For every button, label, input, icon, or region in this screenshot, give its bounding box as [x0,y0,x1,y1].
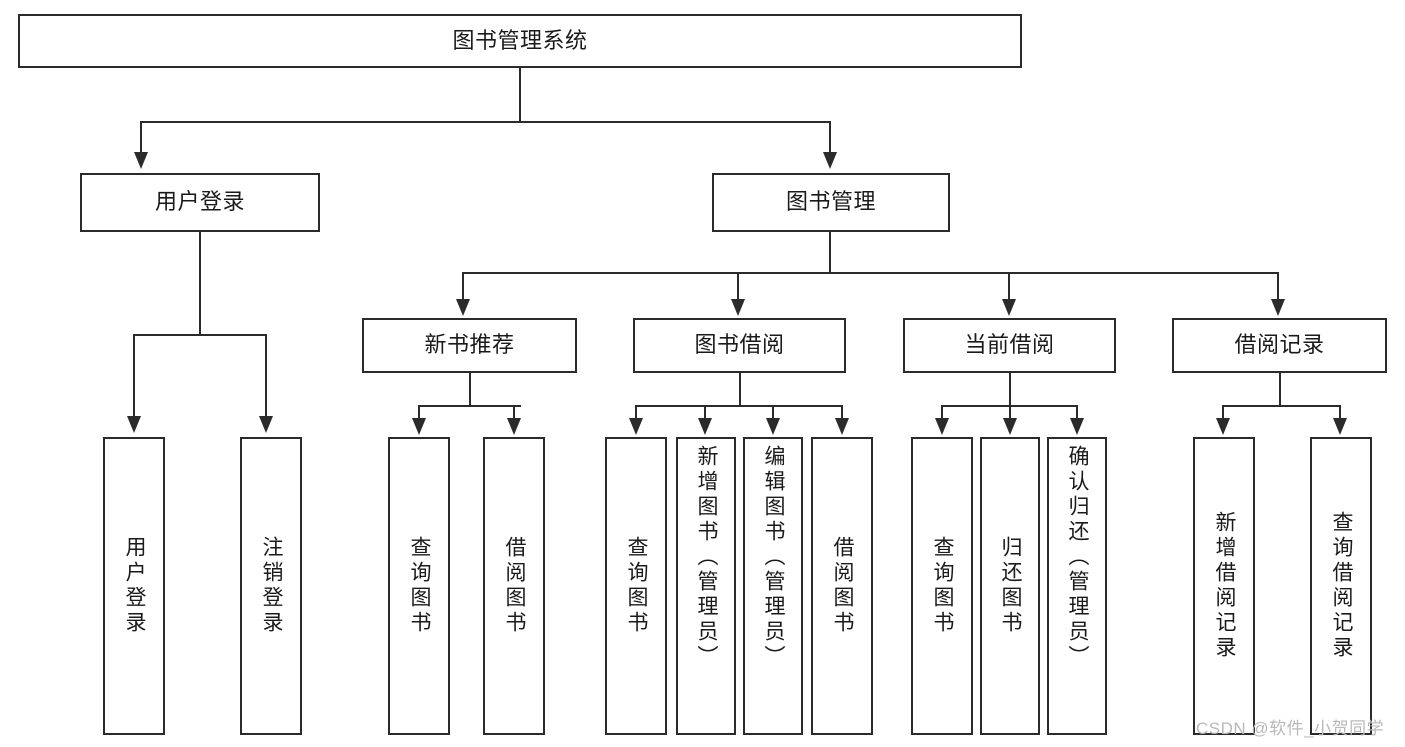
edge-borrow-record-drop-2 [1339,405,1341,419]
leaf-confirm-return-admin[interactable]: 确认归还（管理员） [1047,437,1107,735]
node-current-borrow[interactable]: 当前借阅 [903,318,1116,373]
node-label: 当前借阅 [964,332,1055,358]
arrow-to-return-book [1003,418,1017,435]
node-label: 查询图书 [931,536,954,636]
edge-new-book-drop-1 [418,405,420,419]
arrow-to-current-borrow [1002,299,1016,316]
edge-new-book-bus [418,405,521,407]
edge-current-borrow-drop-3 [1076,405,1078,419]
edge-book-borrow-drop-4 [841,405,843,419]
leaf-return-book[interactable]: 归还图书 [980,437,1040,735]
edge-book-borrow-bus [635,405,843,407]
arrow-to-leaf-user-login [127,416,141,433]
arrow-to-query-book-2 [629,418,643,435]
edge-current-borrow-drop-2 [1009,405,1011,419]
arrow-to-confirm-return [1070,418,1084,435]
leaf-query-borrow-record[interactable]: 查询借阅记录 [1310,437,1372,735]
node-book-management[interactable]: 图书管理 [712,173,950,232]
edge-book-mgmt-drop-3 [1008,272,1010,300]
leaf-borrow-book[interactable]: 借阅图书 [811,437,873,735]
node-label: 查询图书 [625,536,648,636]
arrow-to-new-book [456,299,470,316]
edge-user-login-bus [133,334,267,336]
leaf-borrow-book-new[interactable]: 借阅图书 [483,437,545,735]
edge-new-book-drop-2 [513,405,515,419]
edge-current-borrow-stem [1009,373,1011,406]
edge-new-book-stem [469,373,471,406]
edge-root-bus [140,121,831,123]
node-label: 用户登录 [123,536,146,636]
watermark-text: CSDN @软件_小贺同学 [1196,719,1385,738]
edge-user-login-drop-2 [265,334,267,417]
node-book-borrow[interactable]: 图书借阅 [633,318,846,373]
node-label: 编辑图书（管理员） [762,445,785,670]
node-label: 注销登录 [260,536,283,636]
leaf-add-book-admin[interactable]: 新增图书（管理员） [676,437,736,735]
arrow-to-query-record [1333,418,1347,435]
node-label: 借阅记录 [1234,332,1325,358]
leaf-query-book-current[interactable]: 查询图书 [911,437,973,735]
node-label: 新书推荐 [424,332,515,358]
edge-book-borrow-drop-2 [704,405,706,419]
node-user-login[interactable]: 用户登录 [80,173,320,232]
edge-root-stem [519,68,521,122]
node-label: 用户登录 [154,189,245,215]
node-borrow-record[interactable]: 借阅记录 [1172,318,1387,373]
node-label: 图书管理 [785,189,876,215]
edge-root-to-book-mgmt [829,121,831,153]
arrow-to-leaf-logout [259,416,273,433]
arrow-to-borrow-record [1271,299,1285,316]
edge-book-mgmt-drop-2 [737,272,739,300]
edge-book-mgmt-stem [829,232,831,273]
arrow-to-borrow-book-2 [835,418,849,435]
node-new-book-recommend[interactable]: 新书推荐 [362,318,577,373]
arrow-to-user-login [134,152,148,169]
node-label: 借阅图书 [503,536,526,636]
leaf-query-book-borrow[interactable]: 查询图书 [605,437,667,735]
node-label: 查询借阅记录 [1330,511,1353,661]
arrow-to-query-book-1 [412,418,426,435]
leaf-user-login[interactable]: 用户登录 [103,437,165,735]
arrow-to-edit-book [766,418,780,435]
node-label: 借阅图书 [831,536,854,636]
node-root-system[interactable]: 图书管理系统 [18,14,1022,68]
edge-borrow-record-drop-1 [1222,405,1224,419]
edge-borrow-record-bus [1222,405,1340,407]
arrow-to-add-record [1216,418,1230,435]
node-label: 确认归还（管理员） [1066,445,1089,670]
edge-user-login-stem [199,232,201,335]
node-label: 新增图书（管理员） [695,445,718,670]
edge-current-borrow-drop-1 [941,405,943,419]
edge-root-to-user-login [140,121,142,153]
arrow-to-book-mgmt [823,152,837,169]
node-label: 图书管理系统 [452,27,588,53]
edge-book-mgmt-drop-1 [462,272,464,300]
node-label: 图书借阅 [694,332,785,358]
arrow-to-borrow-book-1 [507,418,521,435]
edge-user-login-drop-1 [133,334,135,417]
edge-book-borrow-stem [739,373,741,406]
edge-borrow-record-stem [1279,373,1281,406]
arrow-to-book-borrow [731,299,745,316]
edge-book-borrow-drop-1 [635,405,637,419]
leaf-edit-book-admin[interactable]: 编辑图书（管理员） [743,437,803,735]
node-label: 查询图书 [408,536,431,636]
arrow-to-query-book-3 [935,418,949,435]
edge-book-mgmt-bus [462,272,1278,274]
leaf-add-borrow-record[interactable]: 新增借阅记录 [1193,437,1255,735]
leaf-logout[interactable]: 注销登录 [240,437,302,735]
node-label: 新增借阅记录 [1213,511,1236,661]
edge-book-mgmt-drop-4 [1277,272,1279,300]
leaf-query-book-new[interactable]: 查询图书 [388,437,450,735]
edge-book-borrow-drop-3 [772,405,774,419]
node-label: 归还图书 [999,536,1022,636]
arrow-to-add-book [698,418,712,435]
